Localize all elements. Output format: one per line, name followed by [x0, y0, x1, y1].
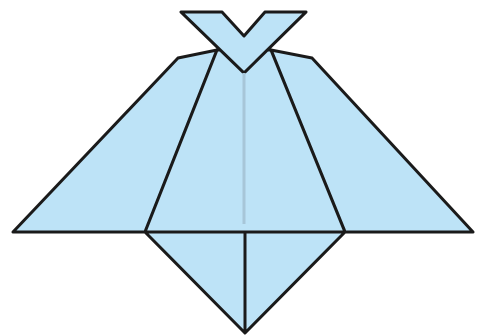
origami-folding-diagram — [0, 0, 477, 335]
